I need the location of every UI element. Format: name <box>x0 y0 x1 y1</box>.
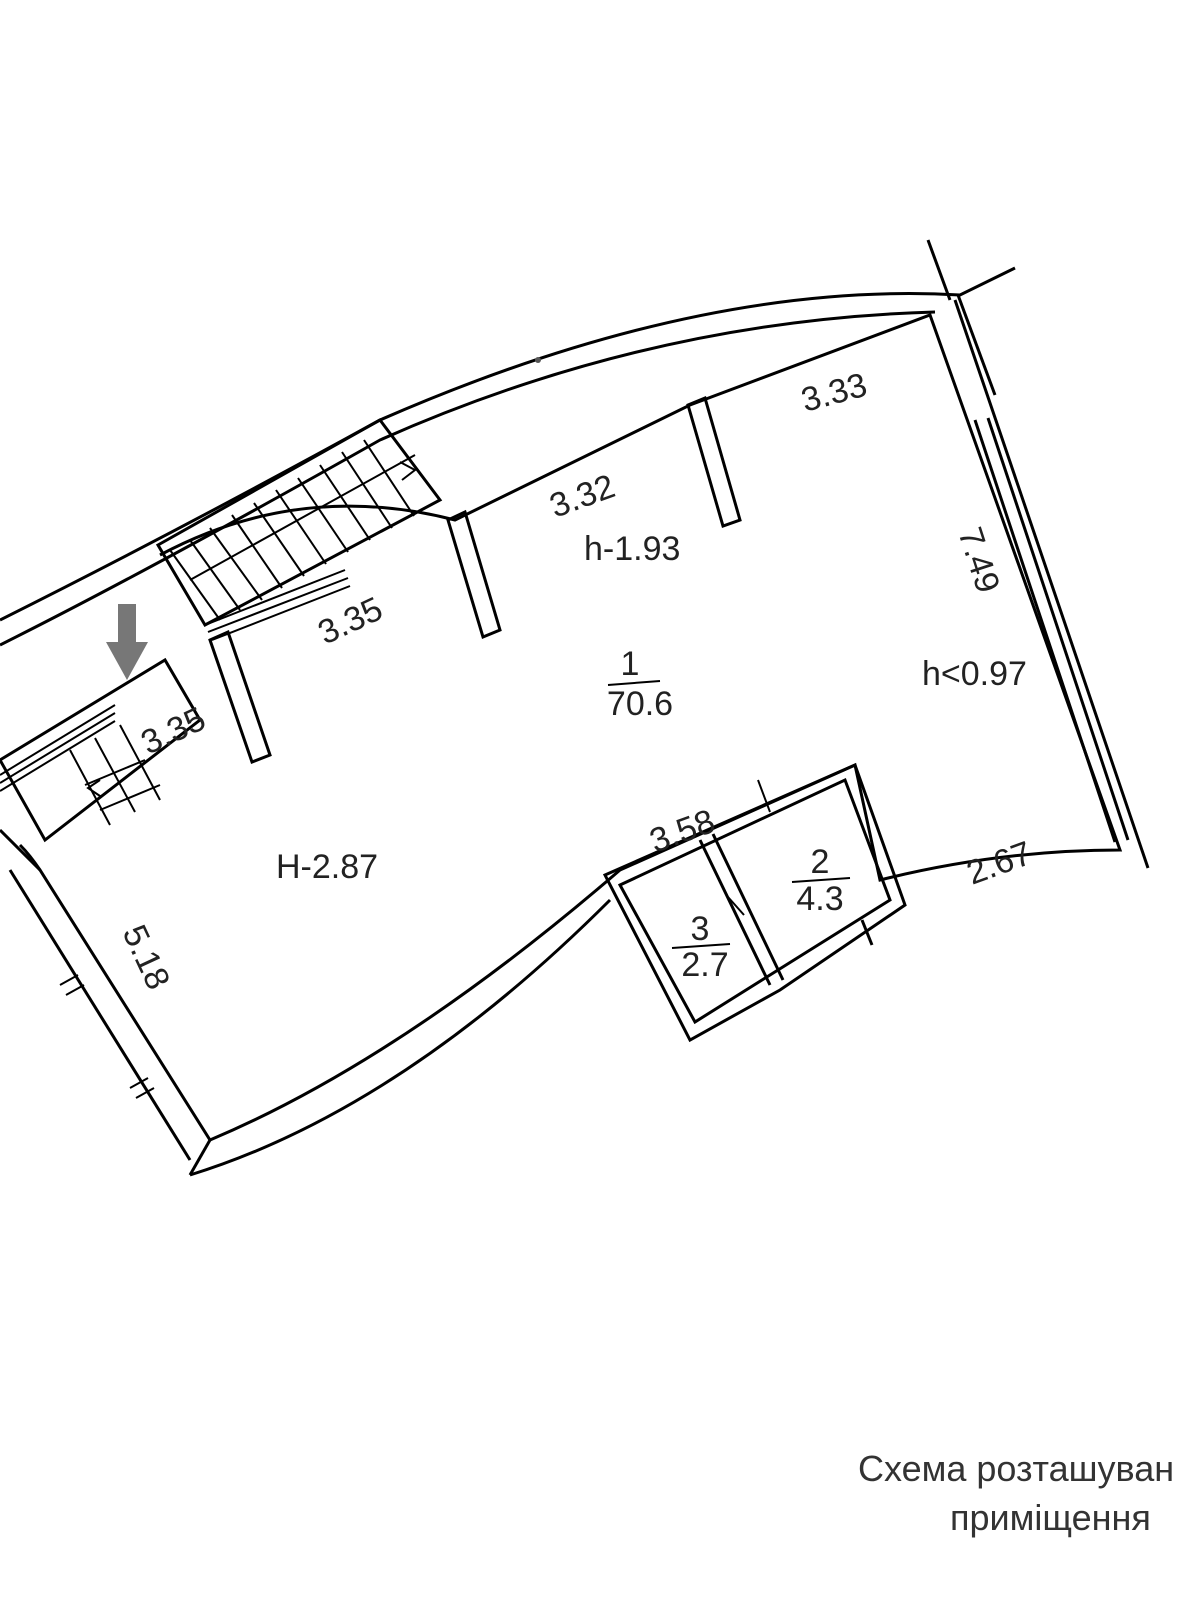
dot <box>535 357 541 363</box>
left-wall-outer <box>8 869 192 1161</box>
upper-staircase <box>155 418 443 641</box>
height-mezzanine: h-1.93 <box>584 530 680 568</box>
partition-upper-right <box>686 395 742 528</box>
tick-left-4 <box>135 1087 155 1099</box>
tick-left-1 <box>59 974 79 986</box>
room-1-outline <box>0 313 1123 1142</box>
partition-upper-middle <box>446 509 502 640</box>
outer-wall-inner-line <box>0 310 936 647</box>
tick-left-2 <box>65 984 85 996</box>
caption-line-1: Схема розташуван <box>858 1448 1175 1489</box>
arrow-down-icon <box>106 604 148 680</box>
right-wall-window-2 <box>986 417 1130 841</box>
room-3-area: 2.7 <box>681 946 728 984</box>
dim-top-middle: 3.32 <box>545 467 620 525</box>
room-2-divider <box>791 877 851 883</box>
right-wall-top-b <box>956 294 997 396</box>
bottom-wall <box>189 898 612 1177</box>
dim-left-wall: 5.18 <box>115 919 177 995</box>
right-wall-window-1 <box>973 419 1117 843</box>
bottom-wall-inner <box>188 1139 212 1176</box>
lower-staircase <box>0 657 202 843</box>
height-side-low: h<0.97 <box>922 655 1027 693</box>
height-main: H-2.87 <box>276 848 378 886</box>
tick-left-3 <box>129 1077 149 1089</box>
dim-top-right: 3.33 <box>797 366 871 420</box>
room-1-area: 70.6 <box>607 685 673 723</box>
right-wall-top-a <box>926 239 952 301</box>
dim-stair-upper: 3.35 <box>312 590 388 652</box>
caption-line-2: приміщення <box>950 1497 1151 1538</box>
outer-wall <box>0 266 1016 622</box>
room-3-divider <box>671 943 731 949</box>
dim-right-wall: 7.49 <box>950 523 1007 598</box>
dim-stair-lower: 3.35 <box>135 700 211 762</box>
room-1-divider <box>607 680 661 686</box>
rooms-2-3 <box>602 762 907 1043</box>
dim-closet-top: 3.58 <box>645 802 720 860</box>
right-wall-outer <box>953 299 1150 869</box>
room-2-area: 4.3 <box>796 880 843 918</box>
partition-stair <box>208 629 272 764</box>
room-1-number: 1 <box>621 645 640 683</box>
dim-bottom-right: 2.67 <box>962 834 1037 892</box>
room-3-number: 3 <box>691 910 710 948</box>
room-2-number: 2 <box>811 843 830 881</box>
room-1-inner-line <box>18 843 42 871</box>
